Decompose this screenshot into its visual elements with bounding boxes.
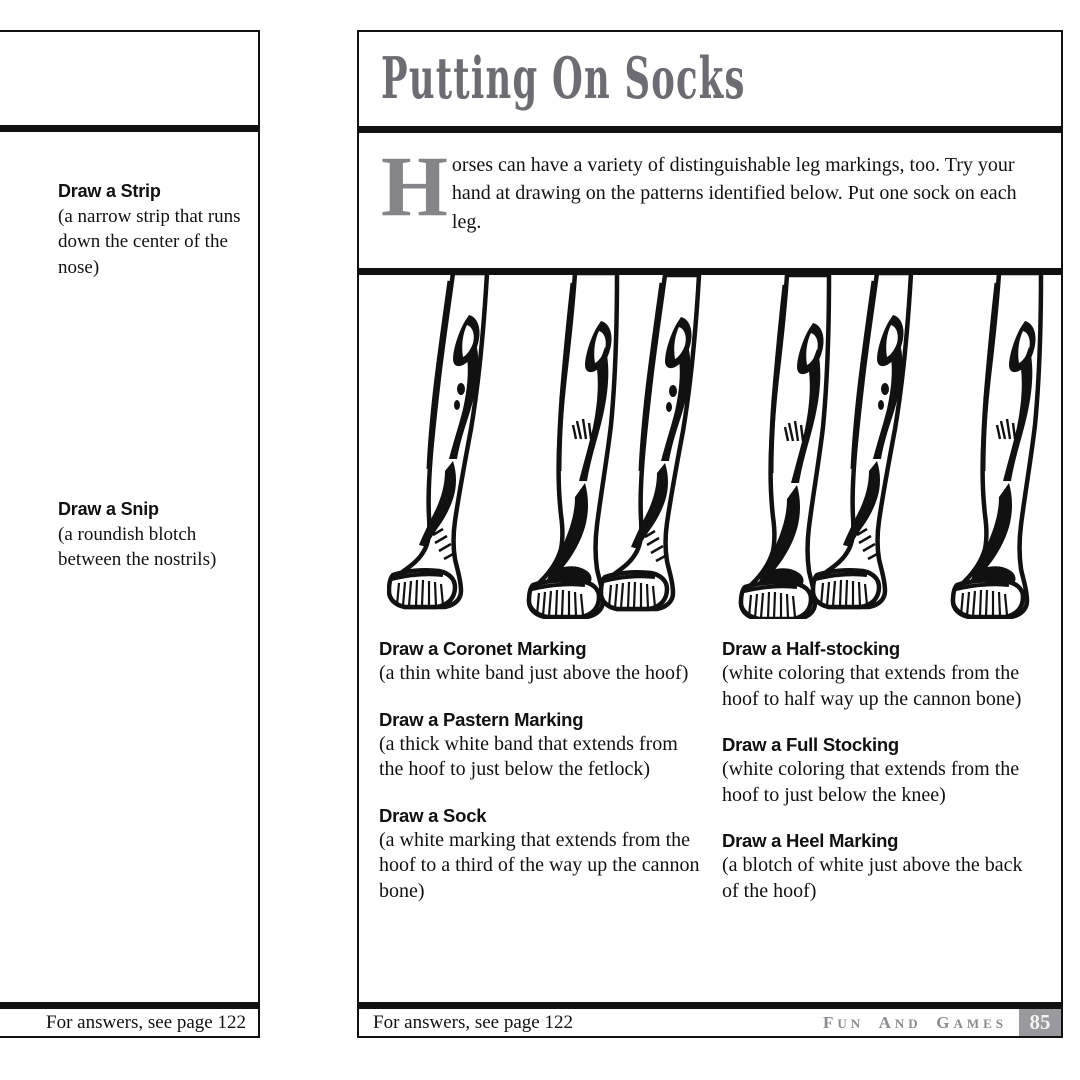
page-number-badge: 85 bbox=[1019, 1009, 1061, 1036]
entry-full-stocking-heading: Draw a Full Stocking bbox=[722, 734, 899, 756]
entry-coronet-marking: Draw a Coronet Marking (a thin white ban… bbox=[379, 638, 700, 687]
entry-sock: Draw a Sock (a white marking that extend… bbox=[379, 805, 700, 905]
entry-full-stocking-description: (white coloring that extends from the ho… bbox=[722, 758, 1020, 806]
entry-pastern-marking-heading: Draw a Pastern Marking bbox=[379, 708, 584, 730]
entry-coronet-marking-description: (a thin white band just above the hoof) bbox=[379, 662, 689, 684]
left-entry-strip: Draw a Strip (a narrow strip that runs d… bbox=[58, 181, 248, 280]
entry-half-stocking-description: (white coloring that extends from the ho… bbox=[722, 662, 1022, 710]
right-answers-note: For answers, see page 122 bbox=[373, 1011, 573, 1033]
horse-legs-line-drawing bbox=[387, 275, 1047, 619]
intro-band-rule bbox=[359, 268, 1061, 275]
right-page: Putting On Socks H orses can have a vari… bbox=[357, 30, 1063, 1038]
left-answers-note: For answers, see page 122 bbox=[46, 1011, 246, 1033]
left-entry-snip-description: (a roundish blotch between the nostrils) bbox=[58, 524, 217, 571]
title-band: Putting On Socks bbox=[359, 32, 1061, 133]
page-title: Putting On Socks bbox=[381, 45, 746, 112]
entry-half-stocking: Draw a Half-stocking (white coloring tha… bbox=[722, 638, 1043, 712]
entry-sock-description: (a white marking that extends from the h… bbox=[379, 828, 700, 902]
left-entry-strip-heading: Draw a Strip bbox=[58, 181, 161, 201]
left-page: Draw a Strip (a narrow strip that runs d… bbox=[0, 30, 260, 1038]
instructions-area: Draw a Coronet Marking (a thin white ban… bbox=[359, 630, 1061, 1002]
entry-full-stocking: Draw a Full Stocking (white coloring tha… bbox=[722, 734, 1043, 808]
left-entry-snip: Draw a Snip (a roundish blotch between t… bbox=[58, 499, 248, 573]
leg-pair-3 bbox=[813, 275, 1041, 617]
running-head: FUN AND GAMES bbox=[822, 1012, 1007, 1032]
left-page-footer: For answers, see page 122 bbox=[0, 1002, 258, 1036]
drop-cap-letter: H bbox=[381, 138, 448, 234]
left-page-header bbox=[0, 32, 258, 132]
entry-heel-marking-heading: Draw a Heel Marking bbox=[722, 830, 899, 852]
entry-coronet-marking-heading: Draw a Coronet Marking bbox=[379, 638, 587, 659]
entry-heel-marking-description: (a blotch of white just above the back o… bbox=[722, 854, 1023, 902]
entry-pastern-marking-description: (a thick white band that extends from th… bbox=[379, 732, 678, 781]
leg-pair-2 bbox=[601, 275, 829, 619]
right-page-footer: For answers, see page 122 FUN AND GAMES … bbox=[359, 1002, 1061, 1036]
entry-half-stocking-heading: Draw a Half-stocking bbox=[722, 638, 900, 659]
instructions-left-column: Draw a Coronet Marking (a thin white ban… bbox=[379, 638, 700, 1002]
intro-block: H orses can have a variety of distinguis… bbox=[381, 138, 1041, 236]
title-band-rule bbox=[359, 126, 1061, 133]
left-entry-strip-description: (a narrow strip that runs down the cente… bbox=[58, 206, 241, 278]
left-page-body: Draw a Strip (a narrow strip that runs d… bbox=[0, 139, 258, 1000]
left-entry-snip-heading: Draw a Snip bbox=[58, 499, 159, 519]
intro-band: H orses can have a variety of distinguis… bbox=[359, 133, 1061, 275]
leg-pair-1 bbox=[389, 275, 617, 617]
entry-sock-heading: Draw a Sock bbox=[379, 804, 487, 826]
instructions-right-column: Draw a Half-stocking (white coloring tha… bbox=[722, 638, 1043, 1002]
left-header-rule bbox=[0, 125, 258, 132]
illustration-area bbox=[359, 275, 1061, 630]
intro-paragraph: orses can have a variety of distinguisha… bbox=[451, 154, 1017, 233]
entry-pastern-marking: Draw a Pastern Marking (a thick white ba… bbox=[379, 709, 700, 783]
entry-heel-marking: Draw a Heel Marking (a blotch of white j… bbox=[722, 830, 1043, 904]
horse-head-line-drawing bbox=[0, 139, 30, 999]
